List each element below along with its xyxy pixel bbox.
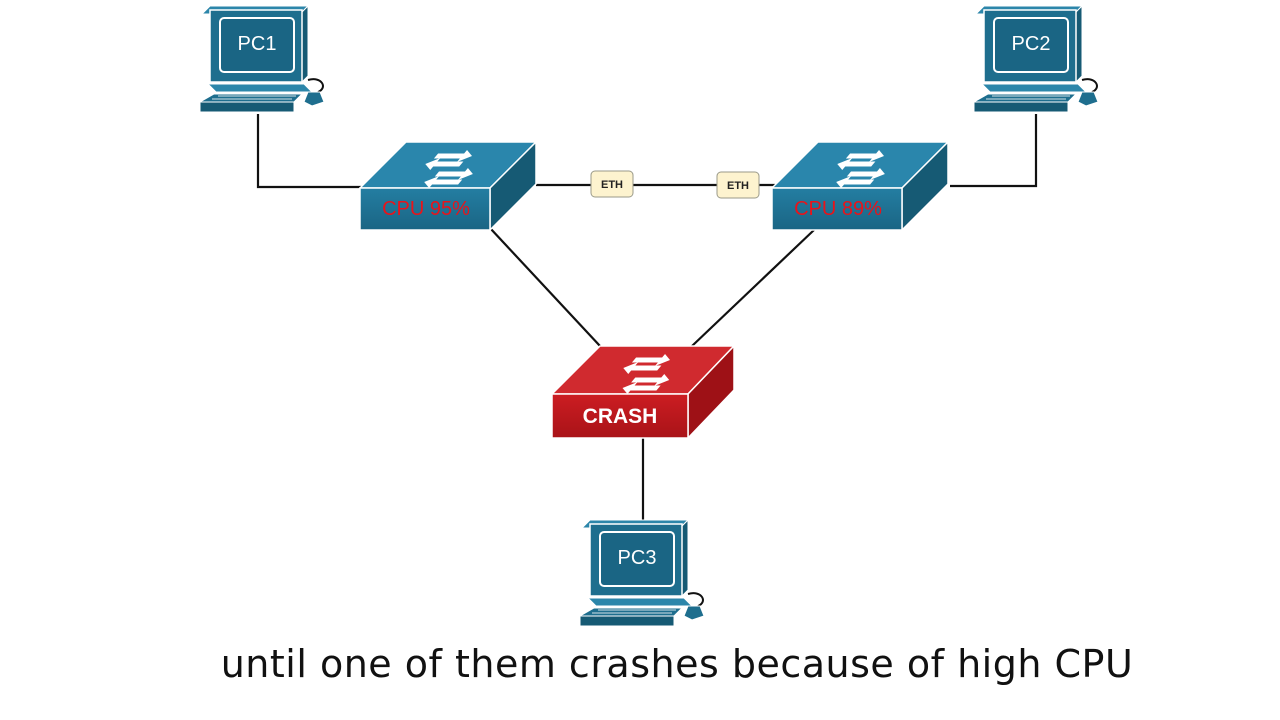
switch-2: CPU 89%: [770, 140, 950, 232]
switch-2-label: CPU 89%: [794, 198, 882, 220]
crash-switch: CRASH: [550, 344, 736, 440]
eth-tag-2-label: ETH: [727, 180, 749, 192]
link-switch2-crash-switch: [691, 229, 815, 347]
switch-icon: [770, 140, 950, 232]
subtitle-caption: until one of them crashes because of hig…: [220, 642, 1134, 686]
pc-3-label: PC3: [618, 547, 657, 569]
link-pc2-switch2: [950, 114, 1038, 188]
pc-2-label: PC2: [1012, 33, 1051, 55]
switch-icon: [358, 140, 538, 232]
desktop-computer-icon: [972, 4, 1099, 113]
crash-switch-label: CRASH: [583, 405, 658, 428]
eth-tag-2: ETH: [716, 171, 760, 199]
switch-1-label: CPU 95%: [382, 198, 470, 220]
pc-1: PC1: [198, 4, 325, 113]
switch-1: CPU 95%: [358, 140, 538, 232]
switch-icon: [550, 344, 736, 440]
desktop-computer-icon: [578, 518, 705, 627]
pc-2: PC2: [972, 4, 1099, 113]
eth-tag-1: ETH: [590, 170, 634, 198]
link-pc1-switch1: [256, 114, 362, 189]
links: [256, 114, 1038, 522]
pc-1-label: PC1: [238, 33, 277, 55]
eth-tag-1-label: ETH: [601, 179, 623, 191]
pc-3: PC3: [578, 518, 705, 627]
link-switch1-crash-switch: [489, 227, 601, 347]
desktop-computer-icon: [198, 4, 325, 113]
